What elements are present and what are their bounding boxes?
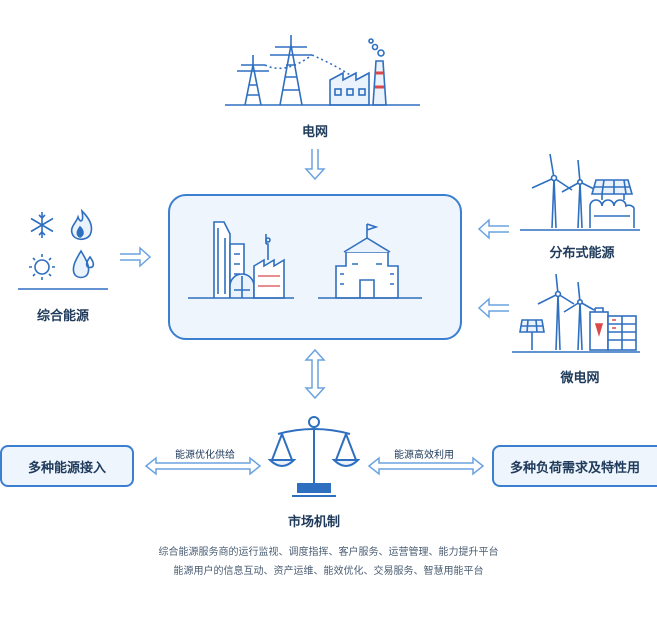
wind-turbine-icon [563,281,595,351]
battery-storage-icon [589,307,637,351]
energy-hub-box [168,194,462,340]
wind-turbine-icon [561,159,597,229]
grid-illustration [225,25,420,110]
grid-down-arrow [303,147,327,181]
distributed-left-arrow [477,217,511,241]
solar-panel-icon [519,319,545,350]
flame-icon [70,208,93,241]
hub-market-double-arrow [303,348,327,400]
integrated-right-arrow [118,245,152,269]
supply-edge-label: 能源优化供给 [175,450,235,461]
right-double-arrow [367,456,485,476]
footer-line-2: 能源用户的信息互动、资产运维、能效优化、交易服务、智慧用能平台 [173,566,484,577]
microgrid-illustration [512,272,640,354]
integrated-energy-illustration [18,205,108,290]
snowflake-icon [30,212,54,238]
multi-load-demand-label: 多种负荷需求及特性用 [510,460,641,476]
wind-turbine-icon [531,153,573,229]
distributed-energy-label: 分布式能源 [549,246,615,261]
grid-label: 电网 [301,125,328,140]
multi-energy-access-pill: 多种能源接入 [0,445,134,487]
left-double-arrow [144,456,262,476]
wind-turbine-icon [537,273,575,351]
footer-line-1: 综合能源服务商的运行监视、调度指挥、客户服务、运营管理、能力提升平台 [158,547,499,558]
scale-icon [268,412,360,498]
sun-icon [29,254,55,280]
water-drop-icon [72,249,95,279]
microgrid-left-arrow [477,296,511,320]
integrated-energy-label: 综合能源 [36,309,89,324]
microgrid-label: 微电网 [560,371,600,386]
utilization-edge-label: 能源高效利用 [394,450,454,461]
distributed-energy-illustration [520,150,640,232]
solar-panel-icon [589,179,635,228]
multi-load-demand-pill: 多种负荷需求及特性用 [492,445,657,487]
market-label: 市场机制 [287,515,340,530]
